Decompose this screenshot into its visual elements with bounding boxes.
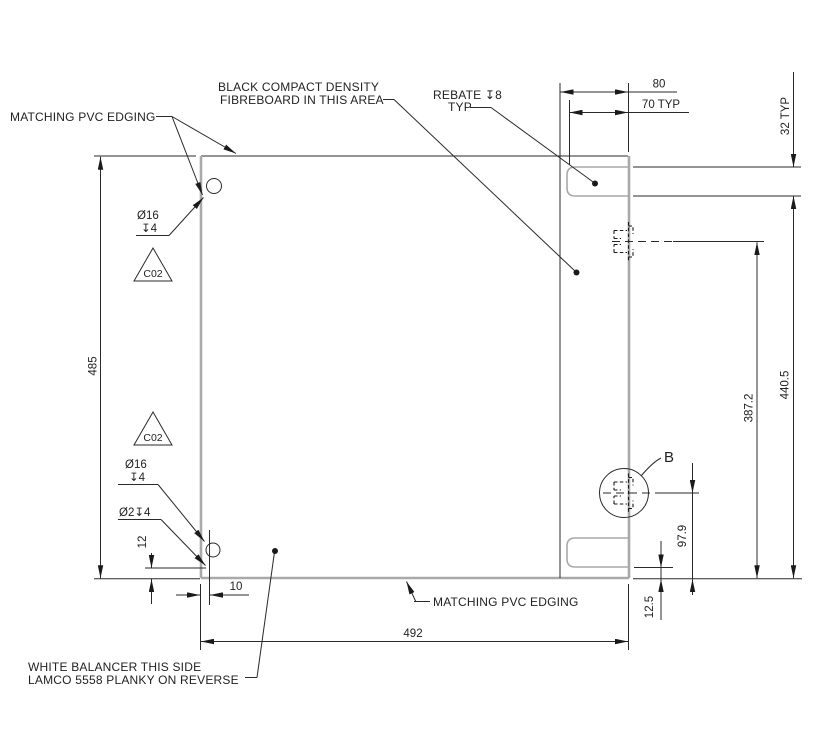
rebate-slot-bottom: [566, 537, 630, 568]
dim-text-80: 80: [653, 79, 666, 91]
dim-rebate-to-bottom: 440.5: [780, 196, 797, 579]
label-fibreboard: BLACK COMPACT DENSITY FIBREBOARD IN THIS…: [218, 80, 580, 276]
pvc-edging-top-text: MATCHING PVC EDGING: [10, 110, 156, 124]
edge-code-bottom-text: C02: [143, 432, 162, 444]
rebate-slots: [566, 166, 630, 568]
dim-rebate-height: 32 TYP: [633, 72, 801, 197]
triangle-icon: [133, 246, 173, 282]
dim-text-440-5: 440.5: [780, 371, 792, 400]
leader-line-top-edge: [171, 116, 237, 154]
dim-text-12-5: 12.5: [644, 596, 656, 618]
triangle-icon: [133, 410, 173, 446]
hole16-top-depth-text: ↧4: [141, 223, 158, 235]
dim-text-70typ: 70 TYP: [642, 99, 680, 111]
callout-hole16-top: Ø16 ↧4: [136, 197, 204, 236]
leader-line: [168, 197, 204, 236]
dim-cam-bottom-to-bottom: 97.9: [677, 463, 696, 595]
leader-dot: [272, 548, 278, 554]
leader-line: [160, 519, 206, 566]
hole16-bottom-depth-text: ↧4: [129, 472, 146, 484]
edge-code-top-text: C02: [143, 268, 162, 280]
dim-panel-height: 485: [88, 155, 200, 580]
dim-panel-width: 492: [200, 584, 629, 650]
hole2-text: Ø2↧4: [119, 507, 151, 519]
dim-strip-offset: 80: [560, 79, 677, 152]
hole-16mm-top: [206, 178, 222, 194]
dim-slot-to-bottom: 12.5: [634, 541, 673, 620]
dim-text-32typ: 32 TYP: [780, 97, 792, 135]
dim-hole-offset-y: 12: [137, 536, 206, 604]
leader-dot: [592, 180, 598, 187]
leader-line: [393, 99, 577, 273]
callout-hole2: Ø2↧4: [118, 507, 206, 566]
leader-dot: [573, 269, 580, 276]
cam-fitting-bottom: [613, 473, 634, 513]
pvc-edging-bottom-text: MATCHING PVC EDGING: [433, 595, 579, 609]
leader-line: [157, 484, 205, 542]
rebate-slot-top: [566, 166, 630, 197]
dim-text-97-9: 97.9: [677, 525, 689, 547]
balancer-text-line2: LAMCO 5558 PLANKY ON REVERSE: [28, 673, 239, 687]
detail-b-callout: B: [599, 449, 674, 518]
label-pvc-edging-top: MATCHING PVC EDGING: [10, 110, 237, 196]
rebate-text-line1: REBATE ↧8: [433, 88, 502, 102]
detail-b-leader: [640, 457, 662, 477]
callout-hole16-bottom: Ø16 ↧4: [118, 459, 205, 542]
label-balancer: WHITE BALANCER THIS SIDE LAMCO 5558 PLAN…: [28, 548, 278, 687]
dim-cam-top-to-bottom: 387.2: [744, 242, 760, 579]
panel-outline: [199, 83, 631, 580]
dim-text-485: 485: [88, 356, 100, 375]
leader-line: [256, 551, 275, 678]
detail-circle-icon: [599, 468, 649, 518]
leader-line: [406, 581, 417, 603]
fibreboard-text-line2: FIBREBOARD IN THIS AREA: [220, 93, 384, 107]
rebate-text-line2: TYP: [448, 100, 472, 114]
dim-text-12: 12: [137, 536, 149, 549]
leader-line-left-edge: [171, 116, 203, 196]
balancer-text-line1: WHITE BALANCER THIS SIDE: [28, 660, 201, 674]
leader-line: [490, 107, 595, 184]
dim-text-387-2: 387.2: [744, 394, 756, 423]
cam-symbol: [613, 473, 634, 513]
edge-code-triangle-top: C02: [133, 246, 173, 282]
dim-rebate-depth: 70 TYP: [569, 99, 689, 165]
dim-text-492: 492: [403, 628, 422, 640]
dim-text-10: 10: [230, 581, 243, 593]
label-pvc-edging-bottom: MATCHING PVC EDGING: [406, 581, 579, 609]
label-rebate: REBATE ↧8 TYP: [433, 88, 598, 187]
fibreboard-text-line1: BLACK COMPACT DENSITY: [218, 80, 379, 94]
detail-b-label: B: [664, 449, 674, 466]
edge-code-triangle-bottom: C02: [133, 410, 173, 446]
dim-hole-offset-x: 10: [176, 530, 249, 605]
hole16-top-dia-text: Ø16: [137, 210, 159, 222]
hole-16mm-bottom: [205, 542, 221, 558]
hole16-bottom-dia-text: Ø16: [125, 459, 147, 471]
